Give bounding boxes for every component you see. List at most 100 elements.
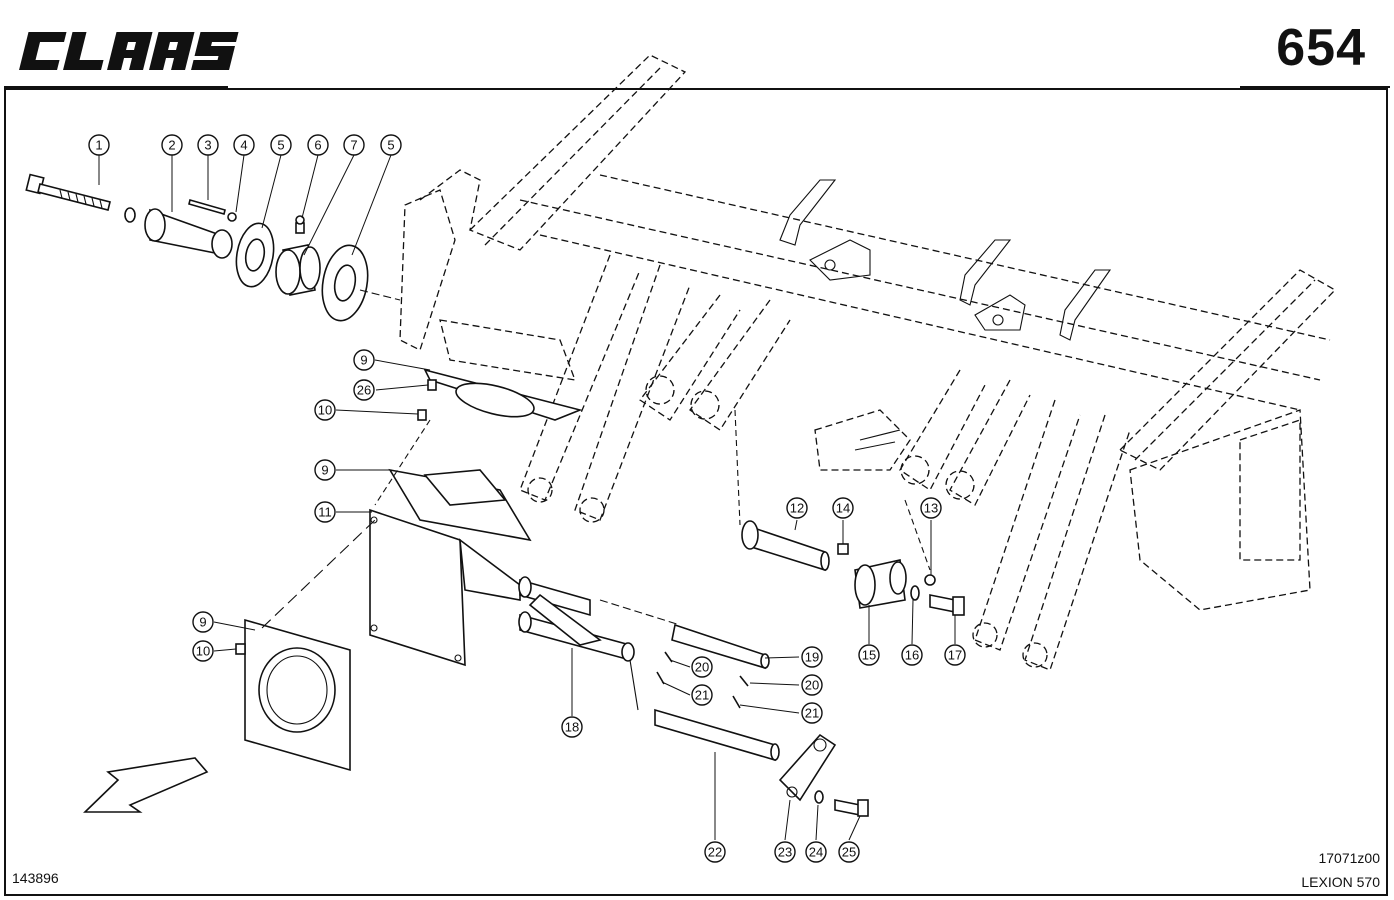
callout-11: 11 (314, 501, 336, 523)
part-16-washer (910, 585, 920, 601)
model-label: LEXION 570 (1301, 874, 1380, 890)
svg-text:11: 11 (318, 505, 332, 520)
part-14-plug (837, 543, 849, 555)
svg-text:6: 6 (314, 138, 321, 153)
svg-text:2: 2 (168, 138, 175, 153)
part-washer (124, 207, 136, 223)
svg-text:18: 18 (565, 720, 579, 735)
svg-text:4: 4 (240, 138, 247, 153)
part-2-sleeve (144, 208, 233, 259)
callout-9-middle: 9 (314, 459, 336, 481)
callout-21-left: 21 (691, 684, 713, 706)
part-22-rod (654, 708, 780, 762)
part-23-link (778, 733, 837, 802)
callout-22: 22 (704, 841, 726, 863)
svg-text:14: 14 (836, 501, 850, 516)
callout-10-upper: 10 (314, 399, 336, 421)
svg-text:20: 20 (805, 678, 819, 693)
svg-text:1: 1 (95, 138, 102, 153)
part-7-bearing (275, 244, 321, 296)
callout-10-lower: 10 (192, 640, 214, 662)
callout-19: 19 (801, 646, 823, 668)
svg-text:15: 15 (862, 648, 876, 663)
drawing-frame (4, 88, 1388, 896)
svg-text:13: 13 (924, 501, 938, 516)
drawing-code-right: 17071z00 (1318, 850, 1380, 866)
callout-9-lower: 9 (192, 611, 214, 633)
part-26-screw (427, 379, 437, 391)
callout-3: 3 (197, 134, 219, 156)
callout-26: 26 (353, 379, 375, 401)
svg-text:10: 10 (318, 403, 332, 418)
part-12-pin (741, 520, 830, 572)
callout-1: 1 (88, 134, 110, 156)
callout-7: 7 (343, 134, 365, 156)
part-24-washer (814, 790, 824, 804)
svg-text:22: 22 (708, 845, 722, 860)
part-19-rod (671, 623, 770, 670)
svg-text:12: 12 (790, 501, 804, 516)
part-4-nut (227, 212, 237, 222)
callout-16: 16 (901, 644, 923, 666)
callout-2: 2 (161, 134, 183, 156)
part-1-bolt (25, 173, 111, 211)
callout-15: 15 (858, 644, 880, 666)
callout-4: 4 (233, 134, 255, 156)
svg-text:26: 26 (357, 383, 371, 398)
part-10-screw (417, 409, 427, 421)
part-5-flange (235, 222, 275, 288)
callout-20-left: 20 (691, 656, 713, 678)
svg-text:9: 9 (321, 463, 328, 478)
svg-text:5: 5 (387, 138, 394, 153)
svg-text:21: 21 (805, 706, 819, 721)
page-number-underline (1240, 86, 1390, 88)
svg-text:21: 21 (695, 688, 709, 703)
svg-text:24: 24 (809, 845, 823, 860)
svg-text:3: 3 (204, 138, 211, 153)
svg-text:23: 23 (778, 845, 792, 860)
part-13-nut (924, 574, 936, 586)
svg-text:7: 7 (350, 138, 357, 153)
part-9-seal-middle (388, 468, 532, 542)
svg-text:9: 9 (360, 353, 367, 368)
part-10-screw-lower (235, 643, 246, 655)
callout-5-second: 5 (380, 134, 402, 156)
part-9-cover-lower (244, 618, 351, 772)
part-18-hinge (518, 576, 635, 662)
callout-9-upper: 9 (353, 349, 375, 371)
part-17-bolt (929, 594, 965, 616)
callout-21-right: 21 (801, 702, 823, 724)
part-11-plate (369, 508, 521, 667)
part-5-flange-second (321, 244, 369, 322)
part-6-grease-nipple (295, 215, 305, 234)
leader-lines (98, 154, 956, 841)
callout-14: 14 (832, 497, 854, 519)
svg-text:16: 16 (905, 648, 919, 663)
part-15-bushing (854, 559, 907, 609)
logo-underline (4, 86, 228, 88)
part-3-pin (188, 199, 226, 215)
callout-25: 25 (838, 841, 860, 863)
svg-text:5: 5 (277, 138, 284, 153)
callout-18: 18 (561, 716, 583, 738)
callout-12: 12 (786, 497, 808, 519)
callout-6: 6 (307, 134, 329, 156)
svg-text:25: 25 (842, 845, 856, 860)
callout-17: 17 (944, 644, 966, 666)
svg-text:10: 10 (196, 644, 210, 659)
callout-20-right: 20 (801, 674, 823, 696)
machine-frame (399, 54, 1337, 671)
svg-text:19: 19 (805, 650, 819, 665)
callout-5: 5 (270, 134, 292, 156)
svg-text:9: 9 (199, 615, 206, 630)
callout-23: 23 (774, 841, 796, 863)
svg-text:17: 17 (948, 648, 962, 663)
callout-24: 24 (805, 841, 827, 863)
page-number: 654 (1276, 19, 1366, 77)
svg-text:20: 20 (695, 660, 709, 675)
callout-13: 13 (920, 497, 942, 519)
claas-logo (10, 18, 240, 78)
part-25-bolt (834, 799, 869, 817)
direction-arrow (83, 757, 209, 813)
